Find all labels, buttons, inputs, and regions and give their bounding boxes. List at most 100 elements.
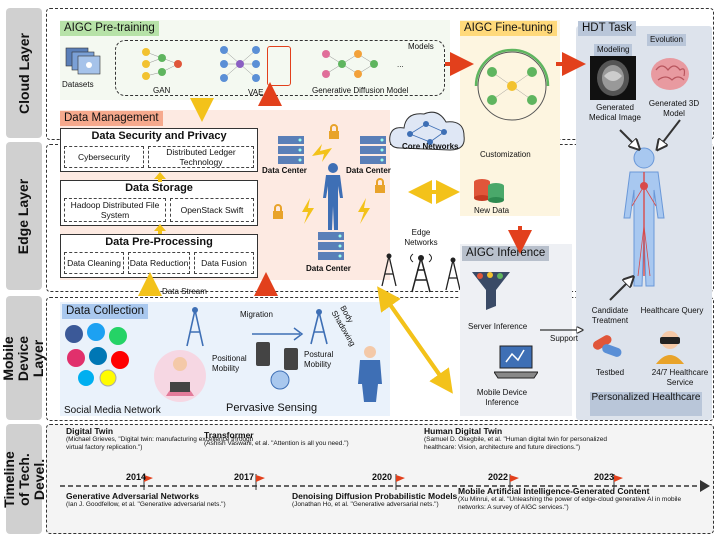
testbed-label: Testbed: [596, 368, 625, 377]
edge-tower-icon: [410, 253, 432, 293]
mobile-layer-label: Mobile Device Layer: [1, 296, 47, 420]
edge-layer-label: Edge Layer: [6, 142, 42, 290]
timeline-event-title: Generative Adversarial Networks: [66, 491, 199, 501]
milestone-flag-icon: [143, 474, 153, 490]
pervasive-sensing-label: Pervasive Sensing: [226, 402, 318, 414]
human-digital-twin-icon: [623, 147, 665, 287]
lightning-icon: [358, 198, 370, 224]
finetuning-title: AIGC Fine-tuning: [460, 21, 557, 36]
models-ellipsis: ...: [397, 60, 404, 69]
timeline-event-title: Transformer: [204, 430, 254, 440]
fusion-item: Data Fusion: [194, 252, 254, 274]
milestone-flag-icon: [509, 474, 519, 490]
laptop-icon: [494, 345, 538, 379]
timeline-event-ref: (Michael Grieves, "Digital twin: manufac…: [66, 436, 254, 451]
timeline-event: Generative Adversarial Networks(Ian J. G…: [66, 492, 286, 509]
modeling-label: Modeling: [594, 44, 633, 56]
data-center-icon: [278, 136, 304, 164]
core-networks-cloud-icon: [389, 111, 465, 151]
timeline-event-ref: (Ian J. Goodfellow, et al. "Generative a…: [66, 501, 226, 508]
postural-mobility-label: Postural Mobility: [304, 350, 334, 369]
timeline-label: Timeline of Tech. Devel.: [1, 424, 47, 534]
generative-models-icons: [142, 46, 378, 82]
openstack-item: OpenStack Swift: [170, 198, 254, 222]
social-media-label: Social Media Network: [64, 405, 161, 416]
body-shadow-user-icon: [358, 346, 382, 402]
evolution-label: Evolution: [647, 34, 686, 46]
timeline-event: Denoising Diffusion Probabilistic Models…: [292, 492, 472, 509]
gdm-label: Generative Diffusion Model: [312, 86, 409, 95]
new-data-icon: [474, 179, 504, 203]
social-media-icons: [65, 323, 129, 387]
data-center-icon: [360, 136, 386, 164]
datasets-label: Datasets: [62, 80, 94, 89]
generated-image-label: Generated Medical Image: [588, 103, 642, 122]
personalized-healthcare-box: Personalized Healthcare: [590, 392, 702, 416]
timeline-event: Digital Twin(Michael Grieves, "Digital t…: [66, 427, 266, 452]
candidate-treatment-label: Candidate Treatment: [591, 306, 629, 325]
timeline-year: 2023: [594, 472, 615, 482]
dlt-item: Distributed Ledger Technology: [148, 146, 254, 168]
mobile-tower-icon: [310, 309, 328, 345]
timeline-year: 2017: [234, 472, 255, 482]
lightning-icon: [302, 198, 314, 224]
pretraining-title: AIGC Pre-training: [60, 21, 159, 36]
timeline-event: Transformer(Ashish Vaswani, et al. "Atte…: [204, 431, 384, 448]
vr-user-icon: [656, 331, 684, 364]
hdt-title: HDT Task: [578, 21, 637, 36]
timeline-event-ref: (Samuel D. Okegbile, et al. "Human digit…: [424, 436, 607, 451]
milestone-flag-icon: [395, 474, 405, 490]
mgmt-inner-arrows: [154, 172, 166, 234]
timeline-event-ref: (Ashish Vaswani, et al. "Attention is al…: [204, 440, 349, 447]
data-collection-title: Data Collection: [62, 304, 148, 319]
security-title: Data Security and Privacy: [91, 130, 227, 142]
migration-arrow: [252, 327, 304, 341]
lock-icon: [375, 178, 385, 193]
timeline-year: 2020: [372, 472, 393, 482]
server-inference-label: Server Inference: [468, 322, 528, 331]
medical-image-icon: [590, 56, 636, 100]
data-stream-label: Data Stream: [162, 287, 207, 296]
cybersecurity-item: Cybersecurity: [64, 146, 144, 168]
gan-label: GAN: [153, 86, 171, 95]
customization-label: Customization: [480, 150, 531, 159]
edge-tower-icon: [381, 253, 397, 287]
preprocessing-title: Data Pre-Processing: [105, 236, 213, 248]
timeline-year: 2022: [488, 472, 509, 482]
positional-mobility-label: Positional Mobility: [212, 354, 247, 373]
timeline-event-title: Human Digital Twin: [424, 426, 503, 436]
timeline-axis: [60, 480, 710, 492]
models-label: Models: [408, 42, 434, 51]
cleaning-item: Data Cleaning: [64, 252, 124, 274]
cloud-layer-label: Cloud Layer: [6, 8, 42, 138]
milestone-flag-icon: [613, 474, 623, 490]
timeline-event-title: Digital Twin: [66, 426, 114, 436]
datasets-icon: [65, 47, 101, 75]
timeline-event: Human Digital Twin(Samuel D. Okegbile, e…: [424, 427, 624, 452]
data-center-label: Data Center: [262, 166, 307, 175]
data-center-label: Data Center: [306, 264, 351, 273]
hdfs-item: Hadoop Distributed File System: [64, 198, 166, 222]
mobile-inference-label: Mobile Device Inference: [476, 388, 528, 407]
new-data-label: New Data: [474, 206, 510, 215]
mobile-tower-icon: [186, 307, 204, 347]
edge-networks-label: Edge Networks: [404, 228, 438, 247]
timeline-event-title: Mobile Artificial Intelligence-Generated…: [458, 486, 650, 496]
core-networks-label: Core Networks: [402, 142, 459, 151]
migration-label: Migration: [240, 310, 273, 319]
milestone-flag-icon: [255, 474, 265, 490]
timeline-event-ref: (Jonathan Ho, et al. "Generative adversa…: [292, 501, 439, 508]
lightning-icon: [312, 144, 332, 162]
timeline-event-ref: (Xu Minrui, et al. "Unleashing the power…: [458, 496, 682, 511]
vae-label: VAE: [248, 88, 264, 97]
generated-3d-label: Generated 3D Model: [648, 99, 700, 118]
phone-network-icon: [256, 342, 298, 390]
brain-3d-icon: [651, 58, 689, 90]
support-label: Support: [550, 334, 579, 343]
social-user-icon: [154, 350, 206, 402]
storage-title: Data Storage: [125, 182, 193, 194]
data-center-icon: [318, 232, 344, 260]
server-inference-icon: [472, 272, 510, 310]
timeline-event: Mobile Artificial Intelligence-Generated…: [458, 487, 688, 512]
